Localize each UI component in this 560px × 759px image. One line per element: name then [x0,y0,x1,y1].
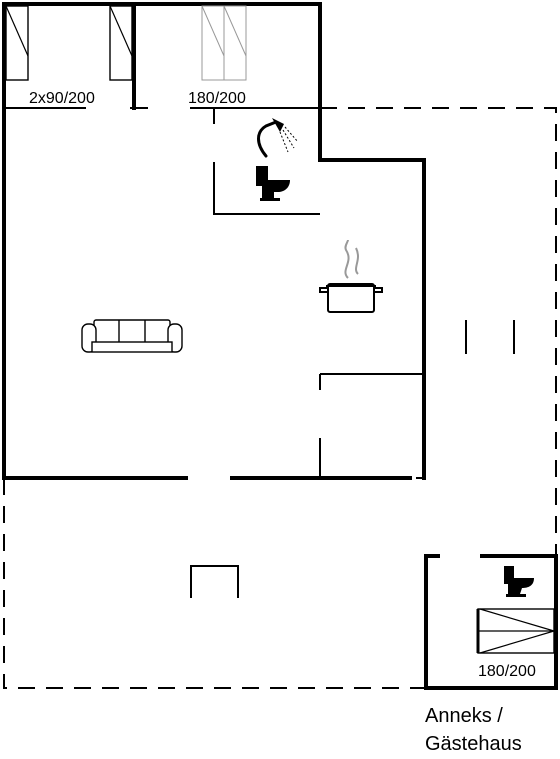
main-walls [2,2,426,480]
terrace-table [190,565,239,598]
bed-annex [476,608,555,654]
bed-double-middle [201,5,247,81]
bed-label-annex: 180/200 [478,663,536,680]
cooking-pot-icon [319,239,383,313]
annex-toilet-icon [504,566,534,597]
sofa-icon [81,319,183,353]
dashed-terrace-outline [3,107,557,689]
annex-walls [424,554,558,690]
annex-title-line2: Gästehaus [425,733,522,755]
bed-twin-left [5,5,133,81]
annex-title-line1: Anneks / [425,705,503,727]
carport-posts [465,320,515,354]
shower-icon [257,118,299,158]
bed-label-double: 180/200 [188,90,246,107]
toilet-icon [256,166,290,201]
bed-label-twin: 2x90/200 [29,90,95,107]
